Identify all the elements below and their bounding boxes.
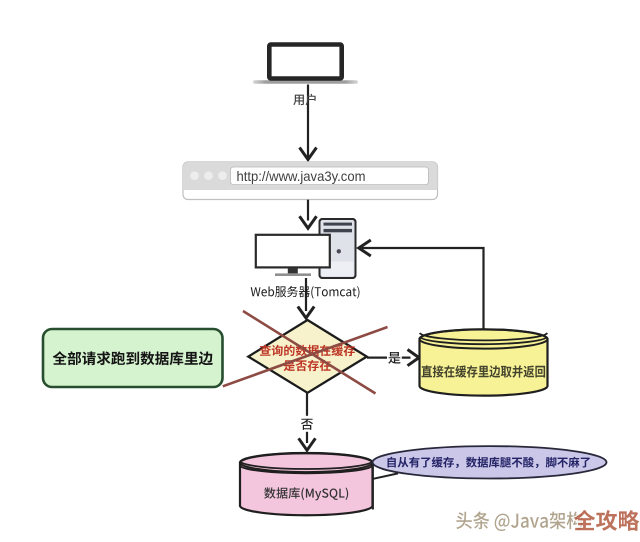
svg-text:http://www.java3y.com: http://www.java3y.com	[237, 168, 366, 184]
